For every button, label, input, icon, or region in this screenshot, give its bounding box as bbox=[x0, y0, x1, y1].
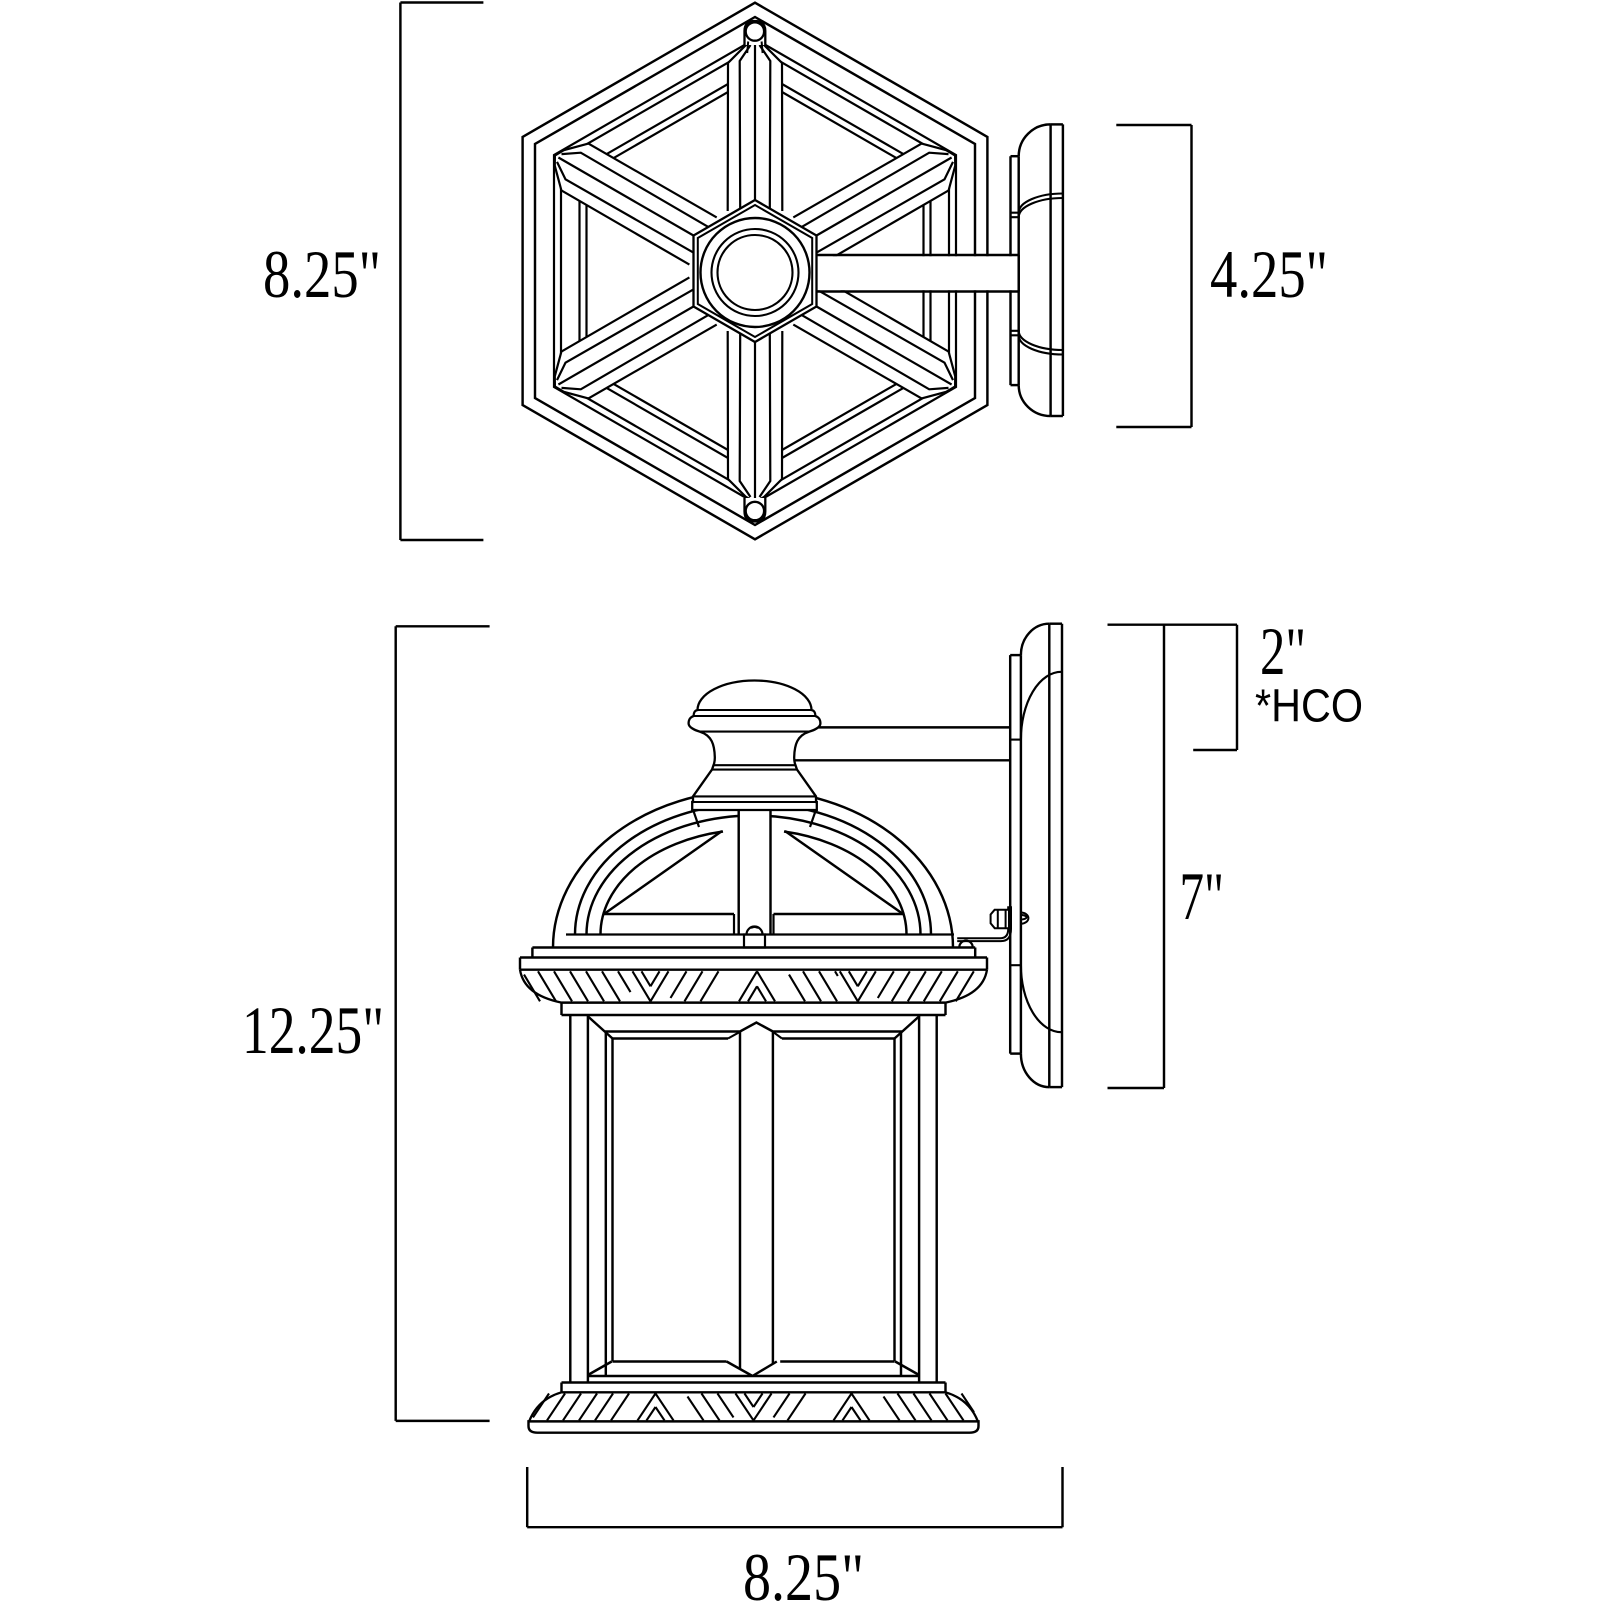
svg-text:2": 2" bbox=[1260, 613, 1306, 689]
svg-text:*HCO: *HCO bbox=[1255, 680, 1363, 732]
svg-text:8.25": 8.25" bbox=[743, 1539, 864, 1606]
svg-text:7": 7" bbox=[1180, 858, 1225, 934]
svg-text:8.25": 8.25" bbox=[263, 236, 381, 312]
svg-text:4.25": 4.25" bbox=[1210, 236, 1328, 312]
svg-text:12.25": 12.25" bbox=[242, 992, 384, 1068]
